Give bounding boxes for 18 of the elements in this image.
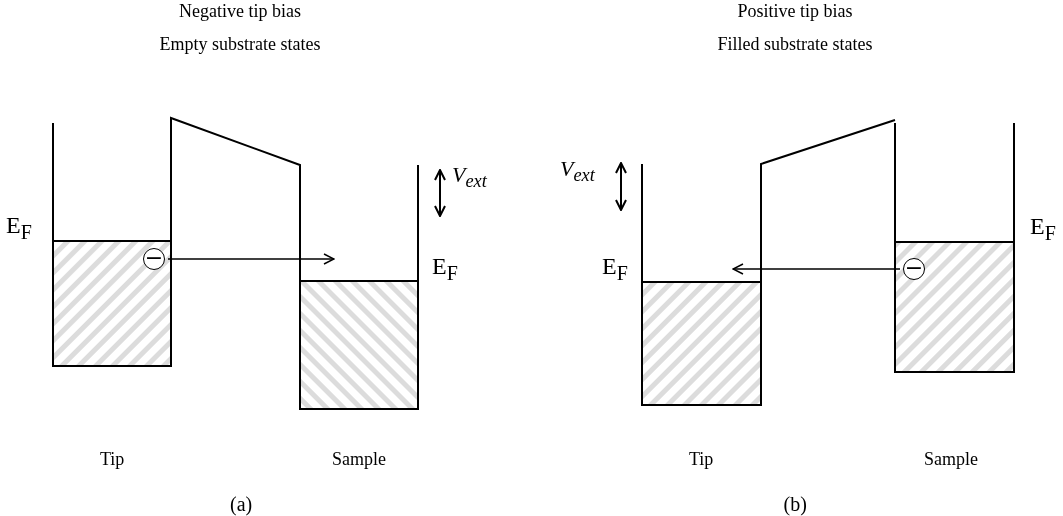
energy-level-label: E$_{F}$ (1030, 214, 1056, 243)
panel-title: Positive tip bias (737, 2, 853, 20)
region-label: Sample (332, 450, 386, 468)
energy-level-label: E$_{F}$ (432, 254, 458, 283)
panel-label: (b) (783, 494, 807, 514)
region-label: Tip (100, 450, 125, 468)
voltage-label: V$_{ext}$ (560, 158, 595, 185)
panel-subtitle: Filled substrate states (717, 35, 873, 53)
panel-title: Negative tip bias (179, 2, 301, 20)
energy-level-label: E$_{F}$ (6, 213, 32, 242)
tunneling-arrow (167, 253, 335, 265)
tunneling-arrow (732, 263, 901, 275)
region-label: Tip (689, 450, 714, 468)
panel-subtitle: Empty substrate states (159, 35, 321, 53)
voltage-label: V$_{ext}$ (452, 164, 487, 191)
region-label: Sample (924, 450, 978, 468)
panel-label: (a) (230, 494, 253, 514)
energy-level-label: E$_{F}$ (602, 254, 628, 283)
